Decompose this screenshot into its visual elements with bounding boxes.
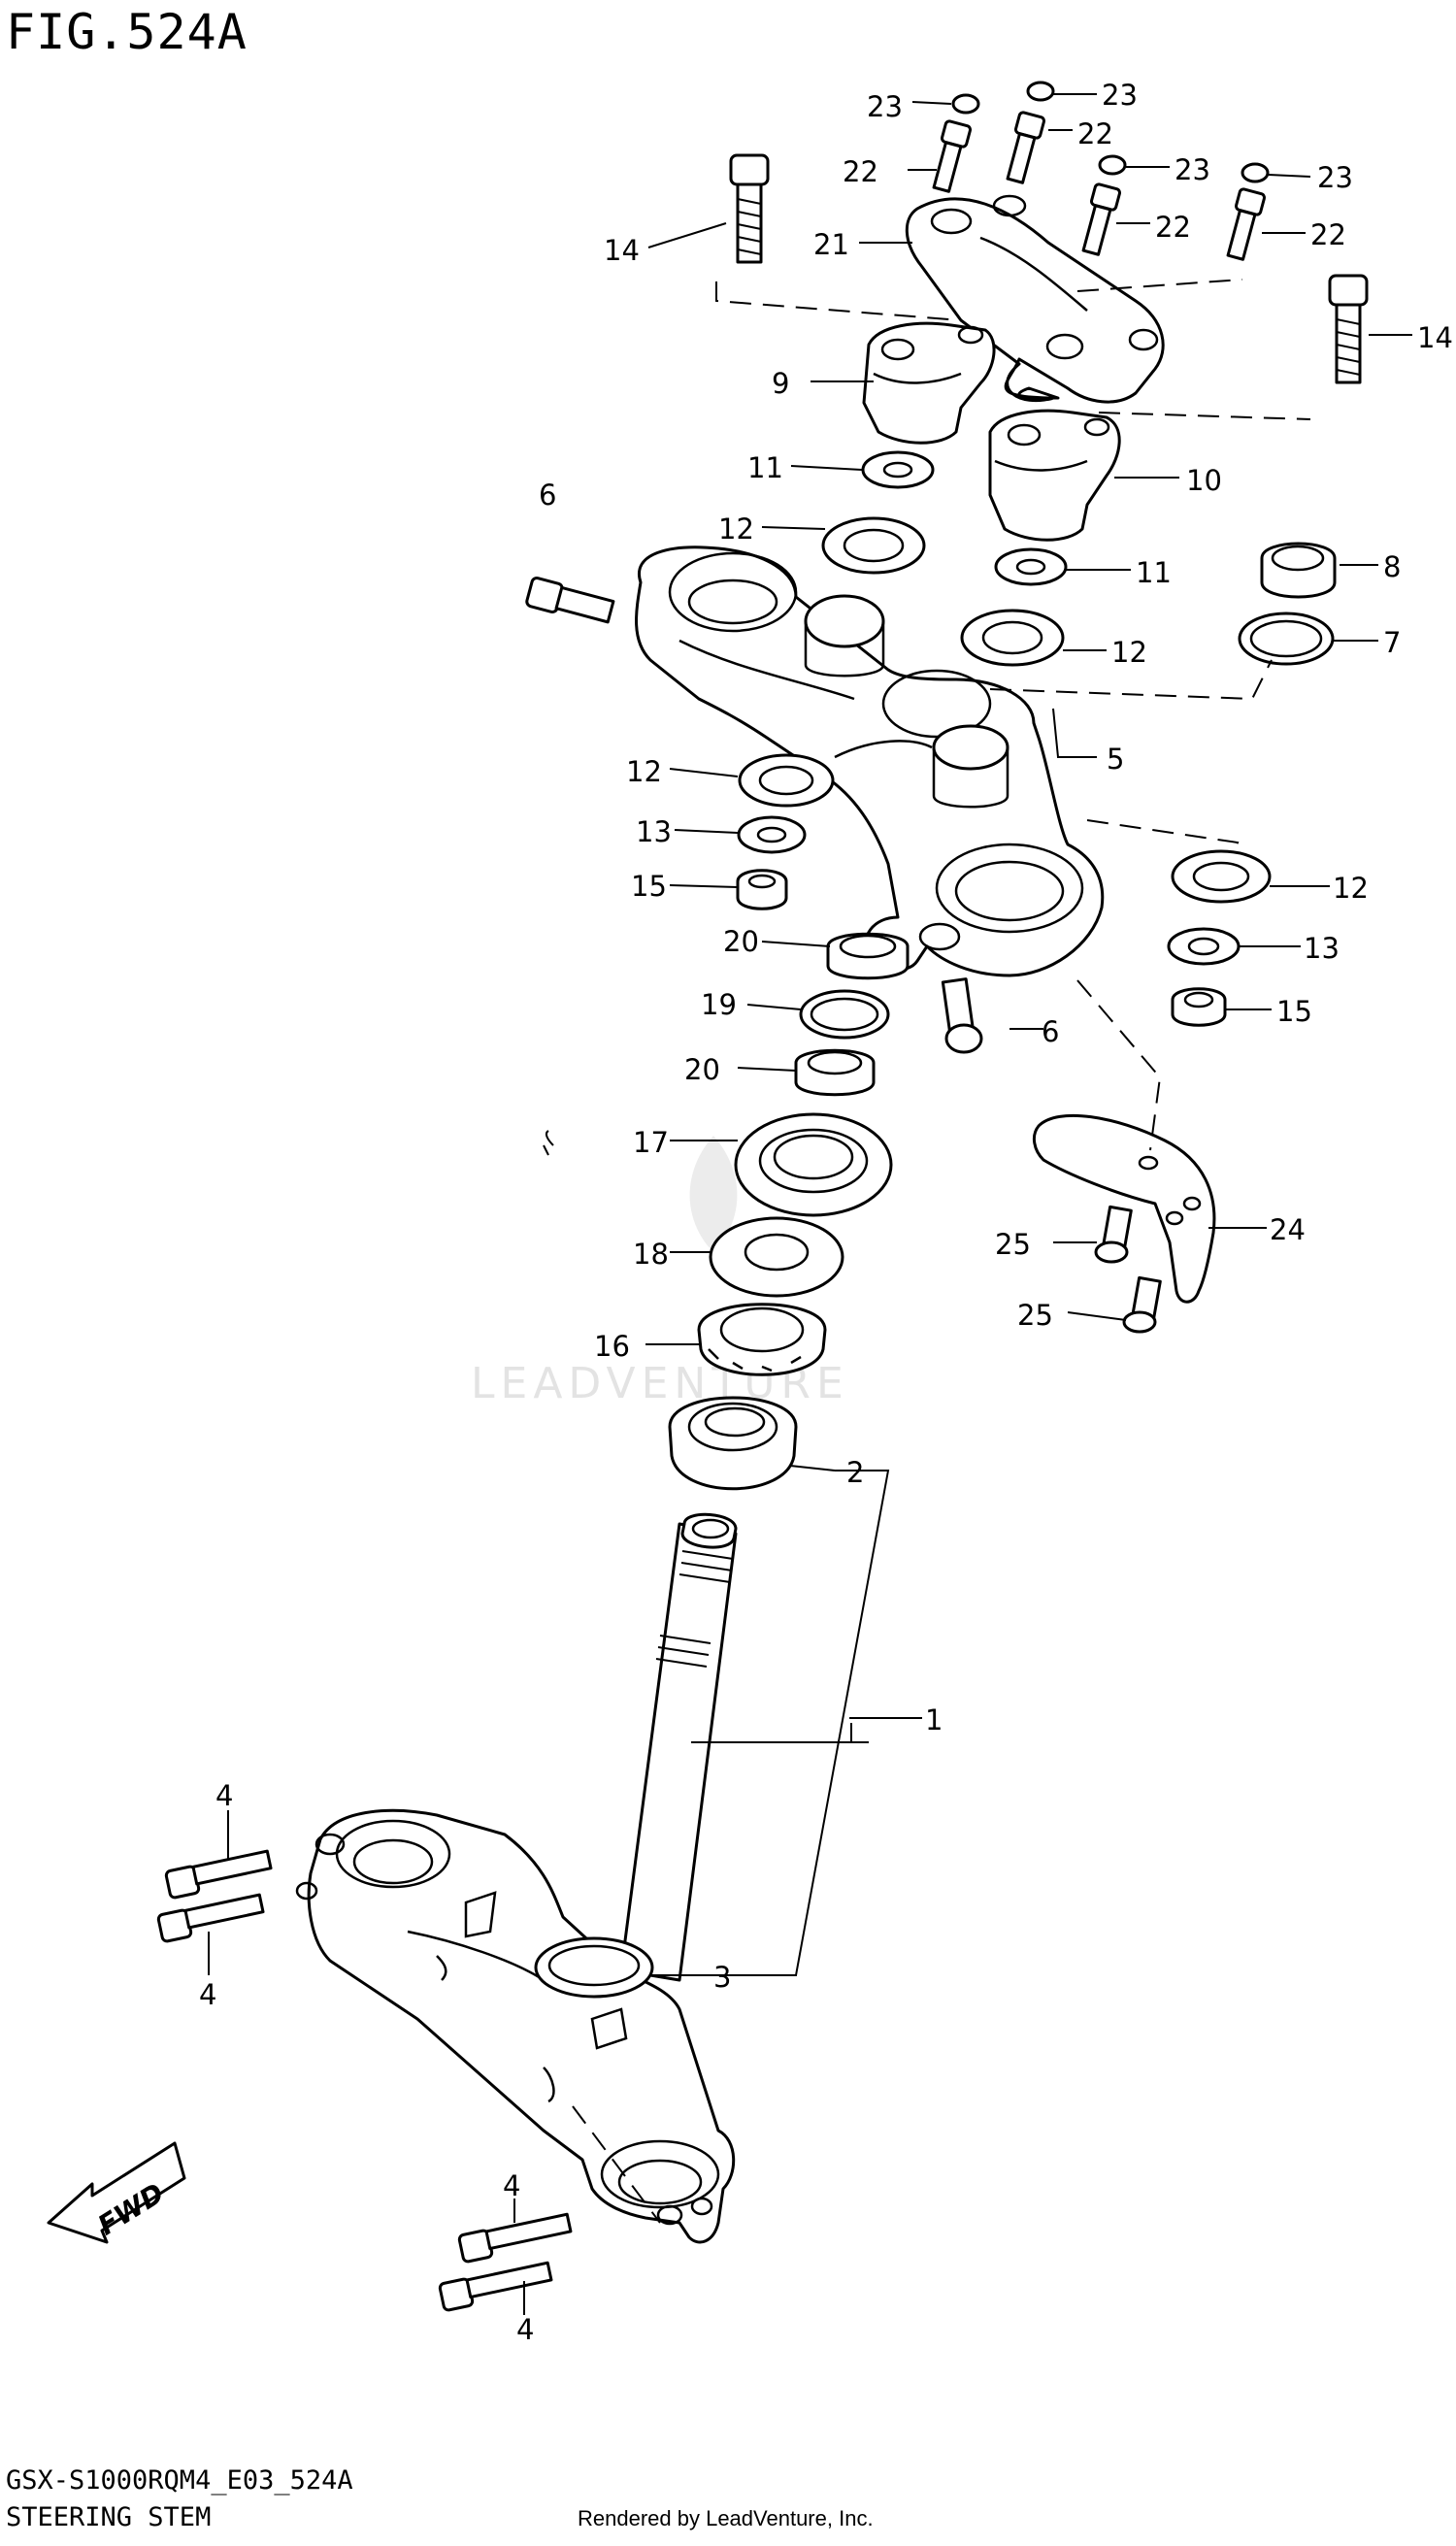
part-12-bushing-lower-left [738, 753, 835, 808]
part-21-handlebar-holder-upper [905, 194, 1165, 404]
part-9-handlebar-holder-left [862, 321, 996, 445]
callout-15: 15 [631, 870, 667, 903]
callout-23: 23 [1317, 161, 1353, 194]
part-22-bolt-d [1226, 187, 1267, 261]
callout-14: 14 [1417, 321, 1453, 354]
callout-5: 5 [1107, 743, 1124, 776]
callout-22: 22 [843, 155, 878, 188]
part-14-bolt-left [729, 153, 770, 264]
callout-7: 7 [1383, 626, 1401, 659]
callout-3: 3 [713, 1961, 731, 1994]
part-11-washer-upper [861, 450, 935, 489]
part-13-washer-left [737, 815, 807, 854]
part-15-nut-right [1171, 987, 1227, 1027]
callout-8: 8 [1383, 550, 1401, 583]
callout-4: 4 [199, 1978, 216, 2011]
part-23-cap-d [1241, 162, 1270, 183]
callout-6: 6 [1042, 1015, 1059, 1048]
callout-23: 23 [1175, 153, 1210, 186]
callout-1: 1 [925, 1703, 943, 1736]
part-6-pinch-bolt-lower [941, 977, 983, 1054]
part-22-bolt-b [1006, 111, 1046, 184]
callout-15: 15 [1276, 995, 1312, 1028]
part-20-lock-nut-lower [794, 1048, 876, 1097]
callout-12: 12 [626, 755, 662, 788]
part-12-bushing-lower-right [1171, 849, 1272, 904]
part-22-bolt-c [1081, 182, 1122, 256]
part-23-cap-b [1026, 81, 1055, 102]
part-8-steering-stem-nut [1260, 542, 1337, 599]
part-12-bushing-upper-right [960, 609, 1065, 667]
part-4-bolt-lower-b [438, 2261, 553, 2312]
callout-22: 22 [1155, 211, 1191, 244]
callout-25: 25 [1017, 1299, 1053, 1332]
part-19-lock-washer [799, 989, 890, 1040]
part-6-pinch-bolt-upper [525, 576, 615, 624]
part-16-upper-bearing [697, 1303, 827, 1376]
part-25-bolt-lower [1122, 1275, 1162, 1334]
part-22-bolt-a [932, 119, 973, 193]
leadventure-watermark: LEADVENTURE [471, 1136, 844, 1408]
part-15-nut-left [736, 869, 788, 910]
part-10-handlebar-holder-right [988, 409, 1121, 542]
part-11-washer-lower [994, 547, 1068, 586]
part-13-washer-right [1167, 927, 1241, 966]
callout-20: 20 [684, 1053, 720, 1086]
part-20-lock-nut-upper [826, 932, 910, 980]
fwd-arrow: FWD [47, 2141, 186, 2244]
callout-24: 24 [1270, 1213, 1306, 1246]
callout-4: 4 [215, 1779, 233, 1812]
part-23-cap-a [951, 93, 980, 115]
part-25-bolt-upper [1094, 1205, 1133, 1264]
part-3-dust-seal [534, 1936, 654, 1999]
callout-11: 11 [1136, 556, 1172, 589]
part-14-bolt-right [1328, 274, 1369, 384]
leader-lines [208, 93, 1412, 2315]
part-5-steering-stem-upper-bracket [635, 546, 1105, 977]
part-24-steering-stopper [1032, 1113, 1216, 1304]
part-4-bolt-upper-left-a [164, 1849, 273, 1900]
callout-12: 12 [718, 513, 754, 546]
callout-13: 13 [636, 815, 672, 848]
part-2-lower-bearing [668, 1396, 798, 1491]
callout-23: 23 [867, 90, 903, 123]
model-code: GSX-S1000RQM4_E03_524A [6, 2465, 353, 2496]
part-12-bushing-upper-left [821, 516, 926, 575]
callout-25: 25 [995, 1228, 1031, 1261]
render-credit: Rendered by LeadVenture, Inc. [578, 2506, 874, 2530]
part-23-cap-c [1098, 154, 1127, 176]
part-1-steering-stem-lower-bracket [295, 1512, 738, 2244]
callout-4: 4 [503, 2169, 520, 2202]
part-4-bolt-upper-left-b [156, 1893, 265, 1943]
callout-16: 16 [594, 1330, 630, 1363]
section-name: STEERING STEM [6, 2502, 212, 2532]
callout-22: 22 [1310, 218, 1346, 251]
part-17-dust-seal [734, 1112, 893, 1217]
callout-19: 19 [701, 988, 737, 1021]
callout-10: 10 [1186, 464, 1222, 497]
callout-13: 13 [1304, 932, 1340, 965]
callout-9: 9 [772, 367, 789, 400]
callout-12: 12 [1333, 872, 1369, 905]
part-4-bolt-lower-a [457, 2212, 573, 2264]
callout-18: 18 [633, 1238, 669, 1271]
callout-2: 2 [846, 1456, 864, 1489]
part-7-washer [1238, 612, 1335, 666]
callout-14: 14 [604, 234, 640, 267]
callout-21: 21 [813, 228, 849, 261]
callout-labels: 23 23 23 23 22 22 22 22 21 14 14 9 10 11… [199, 79, 1453, 2346]
callout-17: 17 [633, 1126, 669, 1159]
callout-4: 4 [516, 2313, 534, 2346]
part-18-seal [709, 1216, 844, 1298]
callout-20: 20 [723, 925, 759, 958]
callout-23: 23 [1102, 79, 1138, 112]
callout-6: 6 [539, 479, 556, 512]
callout-11: 11 [747, 451, 783, 484]
callout-12: 12 [1111, 636, 1147, 669]
figure-title: FIG.524A [6, 4, 248, 60]
callout-22: 22 [1077, 117, 1113, 150]
